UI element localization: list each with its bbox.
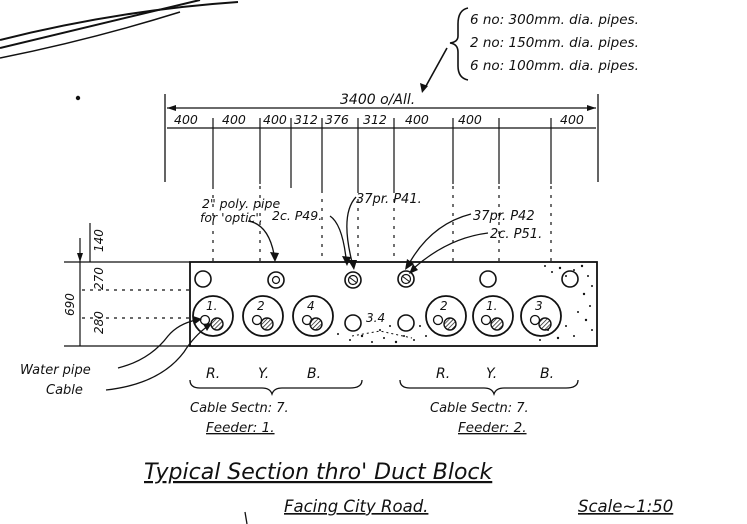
segment-dim-7: 400 — [405, 112, 429, 127]
p41-label: 37pr. P41. — [356, 192, 422, 207]
vdim-top: 140 — [92, 229, 106, 252]
group2-section: Cable Sectn: 7. — [430, 401, 529, 416]
segment-dim-4: 312 — [294, 112, 318, 127]
cable-5 — [490, 317, 504, 331]
segment-dim-9: 400 — [560, 112, 584, 127]
feeder-group-1: R. Y. B. Cable Sectn: 7. Feeder: 1. — [189, 366, 363, 436]
duct-block: 3.4 — [189, 261, 598, 347]
overall-dimension: 3400 o/All. — [164, 92, 599, 182]
group2-phase-y: Y. — [486, 366, 497, 382]
pipe-number-5: 1. — [486, 299, 497, 313]
c51-label: 2c. P51. — [490, 227, 542, 242]
pipe-p42 — [397, 270, 415, 288]
large-pipe-3 — [292, 295, 334, 337]
vdim-bottom: 280 — [92, 311, 106, 334]
cable-6 — [538, 317, 552, 331]
large-pipe-2 — [242, 295, 284, 337]
group1-phase-b: B. — [307, 366, 321, 382]
left-legend: Water pipe Cable — [20, 316, 212, 398]
segment-dim-6: 312 — [363, 112, 387, 127]
water-pipe-3 — [301, 314, 313, 326]
pipe-schedule-line-3: 6 no: 100mm. dia. pipes. — [470, 58, 639, 74]
middle-pipe-right — [397, 314, 415, 332]
concrete-stipple — [337, 264, 593, 344]
poly-pipe-label-1: 2" poly. pipe — [202, 196, 280, 211]
cable-2 — [260, 317, 274, 331]
c49-label: 2c. P49. — [272, 208, 322, 223]
middle-pipes — [344, 314, 415, 332]
pipe-number-2: 2 — [257, 299, 265, 313]
water-pipes — [199, 314, 541, 326]
segment-dim-5: 376 — [325, 112, 349, 127]
water-pipe-4 — [432, 314, 444, 326]
segment-dimensions: 400 400 400 312 376 312 400 400 400 — [167, 112, 596, 262]
p42-label: 37pr. P42 — [473, 209, 535, 224]
segment-dim-1: 400 — [174, 112, 198, 127]
vdim-middle: 270 — [92, 267, 106, 290]
pipe-schedule-note: 6 no: 300mm. dia. pipes. 2 no: 150mm. di… — [420, 7, 639, 93]
pipe-schedule-line-1: 6 no: 300mm. dia. pipes. — [470, 12, 639, 28]
group1-feeder: Feeder: 1. — [206, 420, 275, 436]
upper-pipe-4 — [561, 270, 579, 288]
title-block: Typical Section thro' Duct Block Facing … — [144, 460, 673, 524]
water-pipe-2 — [251, 314, 263, 326]
road-edge-lines — [0, 0, 239, 59]
upper-pipe-3 — [479, 270, 497, 288]
segment-dim-8: 400 — [458, 112, 482, 127]
group1-phase-r: R. — [206, 366, 220, 382]
water-pipe-5 — [480, 314, 492, 326]
stray-dot — [75, 95, 81, 101]
cables — [210, 317, 552, 331]
vdim-total: 690 — [63, 293, 77, 316]
large-pipe-6 — [520, 295, 562, 337]
upper-pipe-2 — [267, 271, 285, 289]
overall-dimension-label: 3400 o/All. — [340, 92, 415, 108]
pipe-number-3: 4 — [307, 299, 315, 313]
callouts: 2" poly. pipe for 'optic'. 2c. P49. 37pr… — [200, 192, 542, 274]
vertical-dimensions: 690 140 270 280 — [63, 223, 190, 347]
pipe-p41 — [344, 271, 362, 289]
middle-pipe-left — [344, 314, 362, 332]
group2-phase-b: B. — [540, 366, 554, 382]
water-pipe-1 — [199, 314, 211, 326]
group1-section: Cable Sectn: 7. — [190, 401, 289, 416]
drawing-title: Typical Section thro' Duct Block — [144, 460, 494, 485]
upper-pipe-1 — [194, 270, 212, 288]
pipe-schedule-line-2: 2 no: 150mm. dia. pipes. — [470, 35, 639, 51]
feeder-group-2: R. Y. B. Cable Sectn: 7. Feeder: 2. — [399, 366, 579, 436]
segment-dim-2: 400 — [222, 112, 246, 127]
center-label: 3.4 — [366, 311, 385, 325]
pipe-number-6: 3 — [535, 299, 543, 313]
water-pipe-6 — [529, 314, 541, 326]
pipe-number-4: 2 — [440, 299, 448, 313]
upper-pipes — [194, 270, 579, 289]
group2-feeder: Feeder: 2. — [458, 420, 527, 436]
cable-1 — [210, 317, 224, 331]
legend-water-pipe: Water pipe — [20, 363, 91, 378]
large-pipe-5 — [472, 295, 514, 337]
pipe-number-1: 1. — [206, 299, 217, 313]
group1-phase-y: Y. — [258, 366, 269, 382]
poly-pipe-label-2: for 'optic'. — [200, 210, 263, 225]
segment-dim-3: 400 — [263, 112, 287, 127]
duct-block-outline — [189, 261, 598, 347]
drawing-scale: Scale~1:50 — [578, 497, 673, 516]
drawing-subtitle: Facing City Road. — [284, 497, 428, 516]
pipe-numbers: 1. 2 4 2 1. 3 — [206, 299, 543, 313]
legend-cable: Cable — [46, 383, 83, 398]
group2-phase-r: R. — [436, 366, 450, 382]
cable-4 — [443, 317, 457, 331]
large-pipe-4 — [425, 295, 467, 337]
